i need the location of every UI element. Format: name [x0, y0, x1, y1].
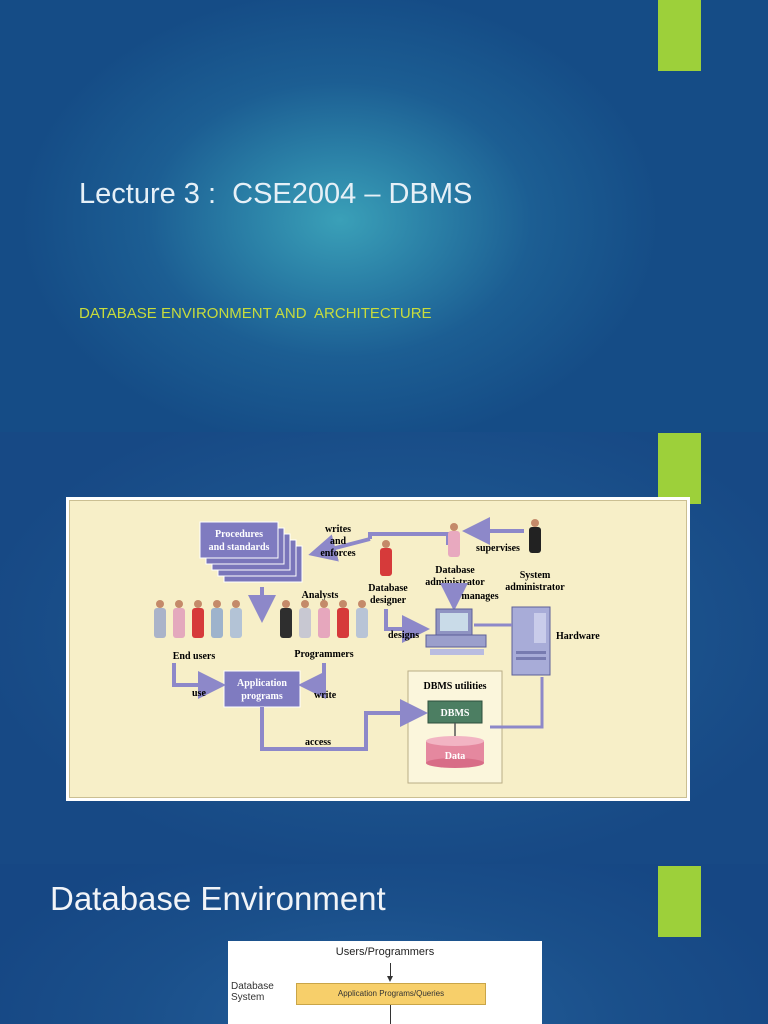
- architecture-diagram: Users/Programmers Database System Applic…: [228, 941, 542, 1024]
- slide-database-environment: Database Environment Users/Programmers D…: [0, 864, 768, 1024]
- diagram-panel: Procedures and standards writes and enfo…: [69, 500, 687, 798]
- dbadmin-label-1: Database: [435, 565, 475, 576]
- designs-label: designs: [388, 630, 419, 641]
- data-cylinder: [426, 736, 484, 768]
- and-label: and: [330, 536, 347, 547]
- use-label: use: [192, 688, 206, 699]
- database-environment-diagram: Procedures and standards writes and enfo…: [66, 497, 690, 801]
- system-administrator-figure: [529, 519, 541, 553]
- manages-label: manages: [461, 591, 498, 602]
- arrow-designs: [384, 609, 430, 643]
- access-label: access: [305, 737, 331, 748]
- dbadmin-label-2: administrator: [425, 577, 485, 588]
- database-administrator-figure: [448, 523, 460, 557]
- accent-bar: [658, 0, 701, 71]
- supervises-label: supervises: [476, 543, 520, 554]
- database-designer-figure: [380, 540, 392, 576]
- lecture-title: Lecture 3 : CSE2004 – DBMS: [79, 178, 473, 210]
- hardware-label: Hardware: [556, 631, 600, 642]
- slide-title-database-environment: Database Environment: [50, 880, 386, 917]
- app-label-1: Application: [237, 678, 287, 689]
- link-hardware-dbms: [490, 677, 544, 729]
- programmers-label: Programmers: [294, 649, 353, 660]
- application-programs-queries-box: Application Programs/Queries: [296, 983, 486, 1005]
- arrow-head: [387, 976, 393, 982]
- hardware-icon: [511, 606, 551, 676]
- accent-bar: [658, 866, 701, 937]
- enforces-label: enforces: [320, 548, 355, 559]
- database-system-label: Database System: [231, 981, 291, 1003]
- slide-title: Lecture 3 : CSE2004 – DBMS DATABASE ENVI…: [0, 0, 768, 432]
- computer-icon: [425, 608, 487, 655]
- dbms-label: DBMS: [441, 708, 470, 719]
- slide-diagram: Procedures and standards writes and enfo…: [0, 432, 768, 864]
- writes-label: writes: [325, 524, 351, 535]
- end-users-label: End users: [173, 651, 216, 662]
- database-label: Database: [368, 583, 408, 594]
- procedures-label: Procedures: [215, 529, 263, 540]
- arrow-designer-procedures: [368, 532, 450, 545]
- diagram-canvas: Procedures and standards writes and enfo…: [154, 517, 600, 784]
- designer-label: designer: [370, 595, 407, 606]
- procedures-stack: [199, 521, 303, 583]
- write-label: write: [314, 690, 337, 701]
- database-system-line-2: System: [231, 992, 265, 1003]
- arrow-access: [260, 699, 428, 751]
- app-label-2: programs: [241, 691, 283, 702]
- end-users-figures: [154, 600, 242, 638]
- analysts-label: Analysts: [302, 590, 339, 601]
- dbms-utilities-label: DBMS utilities: [423, 681, 486, 692]
- accent-bar: [658, 433, 701, 504]
- and-standards-label: and standards: [209, 542, 270, 553]
- sysadmin-label-2: administrator: [505, 582, 565, 593]
- arrow-write: [298, 663, 326, 699]
- arrow-line: [390, 963, 391, 980]
- arrow-line-down: [390, 1005, 391, 1024]
- database-system-line-1: Database: [231, 981, 274, 992]
- arrow-use: [172, 663, 226, 699]
- users-programmers-label: Users/Programmers: [335, 946, 435, 958]
- arrow-to-procedures: [308, 534, 371, 562]
- lecture-subtitle: DATABASE ENVIRONMENT AND ARCHITECTURE: [79, 305, 432, 322]
- sysadmin-label-1: System: [520, 570, 551, 581]
- programmers-figures: [280, 600, 368, 638]
- data-label: Data: [445, 751, 466, 762]
